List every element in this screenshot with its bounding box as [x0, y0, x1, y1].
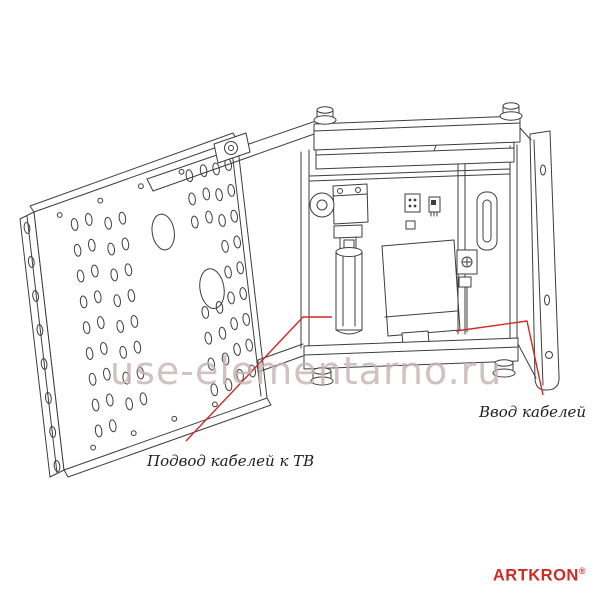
callout-line-tv-cables [185, 316, 332, 442]
cable-channel [456, 149, 498, 335]
foot-right [492, 359, 516, 378]
mechanism-box-drawing [300, 102, 560, 391]
cable-entry-label: Ввод кабелей [479, 403, 587, 421]
motor-assembly [309, 183, 369, 251]
callout-line-cable-entry [455, 320, 544, 396]
gas-spring-cylinder [335, 239, 363, 335]
brand-name: ARTKRON [492, 566, 579, 585]
brand-reg-icon: ® [578, 566, 586, 576]
pivot-left [313, 106, 337, 125]
pivot-right [499, 102, 523, 121]
top-bar [313, 115, 521, 170]
hinge-arm-drawing [146, 120, 318, 373]
foot-left [310, 367, 334, 386]
brand-logo: ARTKRON® [493, 566, 586, 586]
bottom-bar [303, 337, 519, 370]
wall-plate-drawing [19, 132, 272, 478]
small-components [404, 193, 441, 230]
control-board [381, 239, 461, 346]
tv-cables-label: Подвод кабелей к ТВ [147, 452, 315, 470]
plate-holes [23, 154, 256, 472]
right-side-panel [517, 127, 560, 391]
callout-lines [185, 316, 544, 442]
